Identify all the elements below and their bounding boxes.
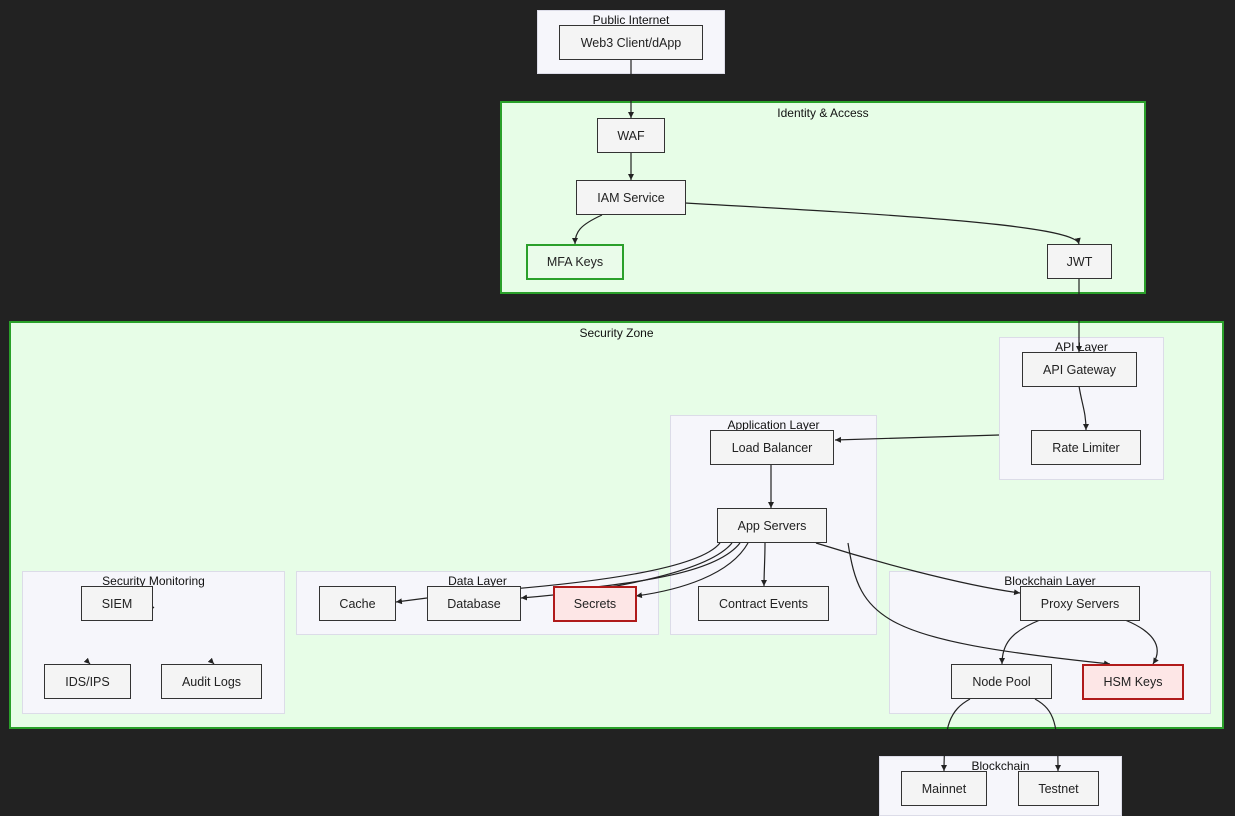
node-cache[interactable]: Cache <box>319 586 396 621</box>
node-node-pool[interactable]: Node Pool <box>951 664 1052 699</box>
node-app-servers[interactable]: App Servers <box>717 508 827 543</box>
node-contract-events[interactable]: Contract Events <box>698 586 829 621</box>
cluster-title-data-layer: Data Layer <box>448 574 507 588</box>
node-rate-limiter[interactable]: Rate Limiter <box>1031 430 1141 465</box>
cluster-title-application-layer: Application Layer <box>727 418 820 432</box>
node-testnet[interactable]: Testnet <box>1018 771 1099 806</box>
node-web3-client[interactable]: Web3 Client/dApp <box>559 25 703 60</box>
node-hsm-keys[interactable]: HSM Keys <box>1082 664 1184 700</box>
node-mfa-keys[interactable]: MFA Keys <box>526 244 624 280</box>
cluster-title-security-monitoring: Security Monitoring <box>102 574 205 588</box>
node-mainnet[interactable]: Mainnet <box>901 771 987 806</box>
node-waf[interactable]: WAF <box>597 118 665 153</box>
node-database[interactable]: Database <box>427 586 521 621</box>
cluster-title-security-zone: Security Zone <box>579 326 654 340</box>
cluster-title-identity-access: Identity & Access <box>777 106 869 120</box>
cluster-title-blockchain: Blockchain <box>971 759 1030 773</box>
node-jwt[interactable]: JWT <box>1047 244 1112 279</box>
node-load-balancer[interactable]: Load Balancer <box>710 430 834 465</box>
node-api-gateway[interactable]: API Gateway <box>1022 352 1137 387</box>
node-iam-service[interactable]: IAM Service <box>576 180 686 215</box>
node-siem[interactable]: SIEM <box>81 586 153 621</box>
node-secrets[interactable]: Secrets <box>553 586 637 622</box>
node-proxy-servers[interactable]: Proxy Servers <box>1020 586 1140 621</box>
node-ids-ips[interactable]: IDS/IPS <box>44 664 131 699</box>
cluster-title-public-internet: Public Internet <box>592 13 670 27</box>
node-audit-logs[interactable]: Audit Logs <box>161 664 262 699</box>
